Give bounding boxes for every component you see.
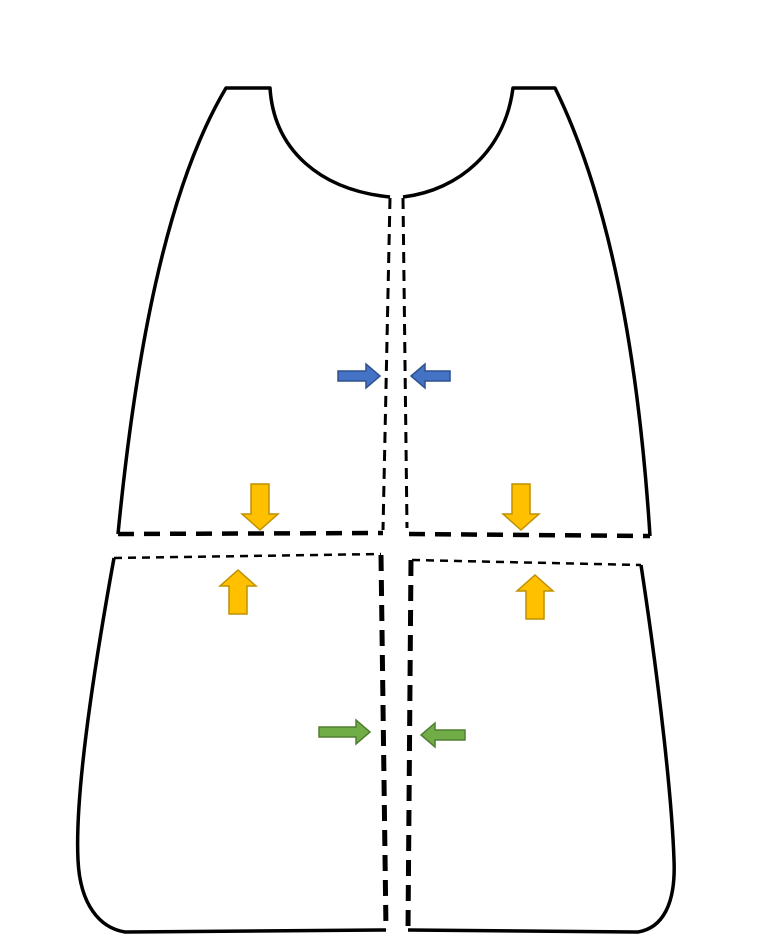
center-seam-lower-right [405, 559, 414, 931]
arrow-down-icon [501, 483, 541, 532]
skirt-outline-right [407, 564, 676, 934]
arrow-up-icon [218, 568, 258, 615]
waist-seam-skirt-right [411, 558, 642, 567]
waist-seam-bodice [117, 530, 651, 539]
center-seam-upper-left [381, 197, 392, 531]
center-seam-lower-left [378, 554, 389, 931]
arrow-up-icon [515, 573, 555, 620]
arrow-left-icon [419, 721, 466, 749]
bodice-outline-left [116, 86, 391, 535]
bodice-outline-right [402, 86, 652, 537]
arrow-left-icon [409, 362, 451, 390]
waist-seam-skirt-left [113, 552, 382, 560]
skirt-outline-left [75, 557, 387, 934]
arrow-right-icon [337, 362, 382, 390]
arrow-down-icon [240, 483, 280, 532]
arrow-right-icon [318, 718, 372, 746]
center-seam-upper-right [401, 197, 409, 529]
